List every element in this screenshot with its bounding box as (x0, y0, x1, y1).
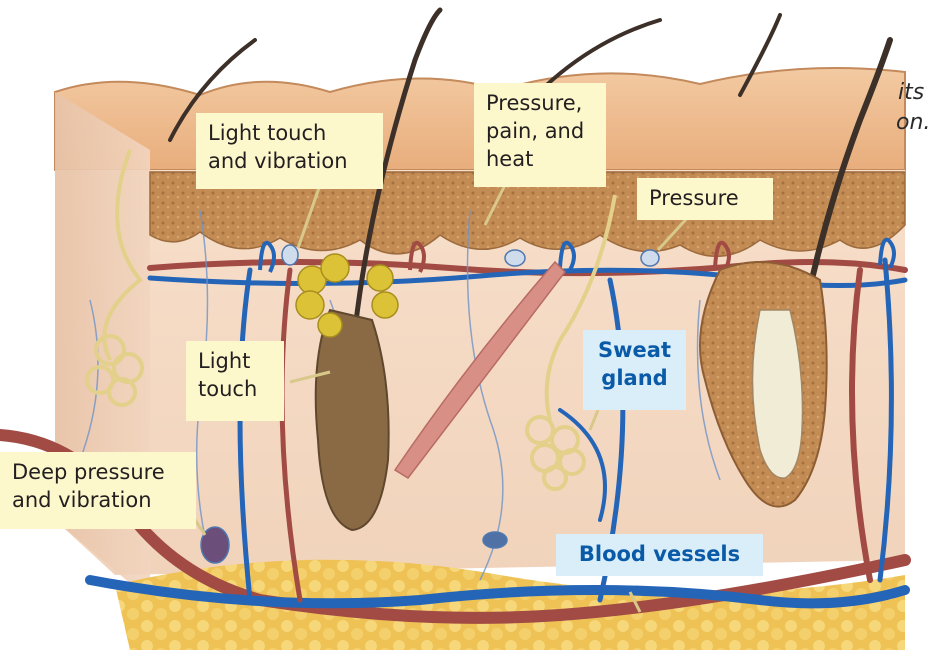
label-sweat-gland: Sweat gland (583, 330, 686, 410)
caption-fragment-its: its (898, 80, 924, 105)
label-blood-vessels: Blood vessels (556, 534, 763, 576)
label-light-touch: Light touch (186, 341, 284, 421)
label-light-touch-and-vibration: Light touch and vibration (196, 113, 383, 189)
label-pressure-pain-and-heat: Pressure, pain, and heat (474, 83, 606, 187)
caption-fragment-on: on. (896, 110, 930, 135)
hair-follicle (316, 310, 389, 530)
label-pressure: Pressure (637, 178, 773, 220)
label-deep-pressure-and-vibration: Deep pressure and vibration (0, 452, 196, 529)
